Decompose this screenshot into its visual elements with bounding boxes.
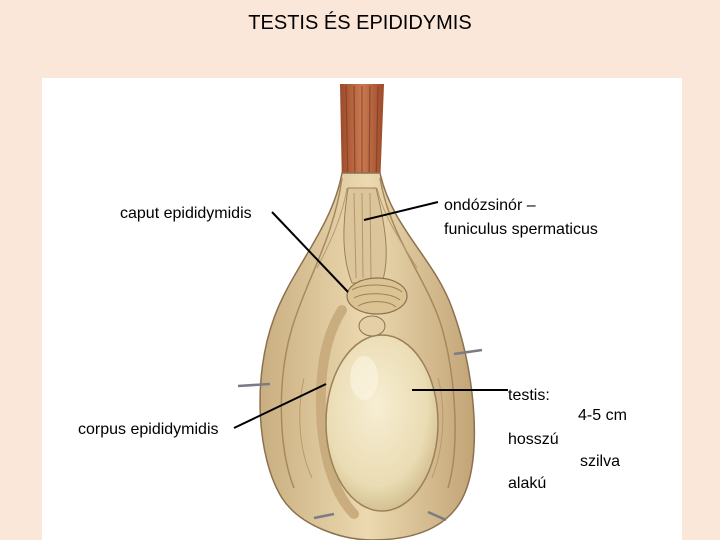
corpus-epididymidis [315, 305, 359, 519]
page-title: TESTIS ÉS EPIDIDYMIS [248, 12, 472, 34]
pointer-corpus [233, 383, 327, 429]
pointer-funiculus [363, 201, 439, 221]
cremaster-muscle [340, 84, 384, 188]
label-testis: testis: [508, 387, 550, 404]
label-shape-value: szilva [580, 453, 621, 470]
spermatic-cord [343, 187, 387, 284]
label-length-word: hosszú [508, 431, 559, 448]
retractor-clips [237, 348, 483, 522]
pointer-caput [271, 211, 349, 293]
label-shape-word: alakú [508, 475, 547, 492]
label-funiculus-line2: funiculus spermaticus [444, 221, 598, 238]
testis-body [325, 334, 439, 512]
caput-epididymidis [346, 277, 408, 337]
label-pointers [233, 201, 508, 429]
illustration-panel: caput epididymidis corpus epididymidis o… [42, 78, 682, 540]
label-funiculus-line1: ondózsinór – [444, 197, 536, 214]
label-caput-epididymidis: caput epididymidis [120, 205, 252, 222]
label-length-value: 4-5 cm [578, 407, 627, 424]
testis-illustration [233, 84, 508, 540]
label-corpus-epididymidis: corpus epididymidis [78, 421, 219, 438]
